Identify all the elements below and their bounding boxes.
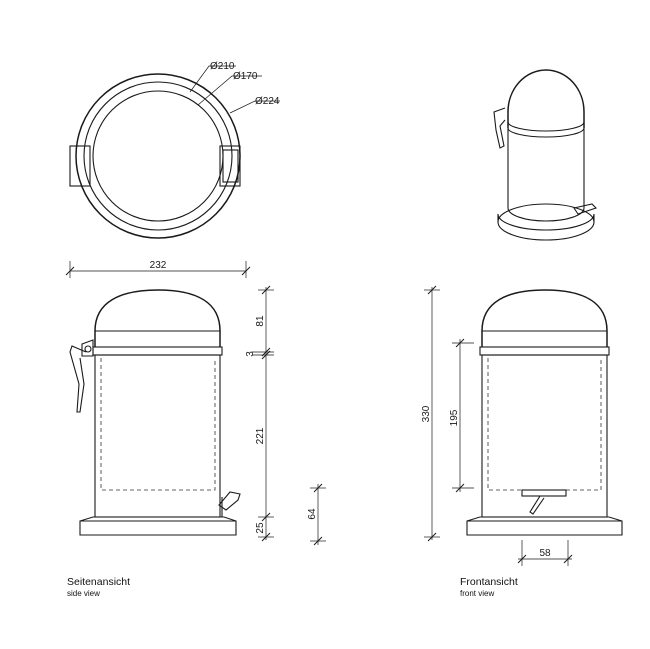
dim-base-height: 25	[255, 522, 266, 534]
leader-dia-inner	[197, 75, 262, 106]
top-view-mid-ring	[83, 81, 233, 231]
side-rim	[92, 346, 223, 356]
side-base	[79, 516, 237, 536]
top-view-left-tab	[69, 145, 91, 187]
side-inner-bucket	[100, 358, 216, 491]
dim-lid-height: 81	[255, 315, 266, 327]
persp-pedal	[573, 203, 598, 215]
side-pedal	[218, 491, 241, 511]
dim-dia-inner: Ø170	[233, 71, 258, 82]
top-view: Ø210 Ø170 Ø224	[69, 61, 280, 239]
side-view-caption-en: side view	[67, 589, 100, 598]
dim-total-height: 330	[421, 405, 432, 422]
top-view-right-tab-inner	[222, 149, 239, 183]
persp-lid-rim	[507, 121, 585, 132]
top-view-right-tab	[219, 145, 241, 187]
front-inner-bucket	[487, 358, 602, 491]
side-view	[69, 289, 241, 536]
top-view-outer-ring	[75, 73, 241, 239]
dim-width-value: 232	[150, 260, 167, 271]
persp-lid	[507, 69, 585, 128]
leader-dia-outer	[189, 65, 236, 93]
front-view-caption-de: Frontansicht	[460, 576, 518, 588]
front-base	[466, 516, 623, 536]
top-view-inner-ring	[92, 90, 224, 222]
front-body	[481, 354, 608, 518]
side-view-caption: Seitenansicht side view	[67, 576, 130, 598]
front-rim	[479, 346, 610, 356]
front-view-caption: Frontansicht front view	[460, 576, 518, 598]
side-hinge-plate	[81, 339, 94, 357]
side-dims: 81 3 221 25 64	[245, 285, 326, 546]
front-lid	[481, 289, 608, 347]
persp-base-top	[497, 213, 595, 231]
dim-gap: 3	[245, 351, 256, 357]
side-hinge-arm	[69, 345, 87, 413]
dim-pedal-width: 58	[539, 548, 551, 559]
front-pedal	[521, 489, 567, 497]
dim-dia-outer: Ø210	[210, 61, 235, 72]
side-lid	[94, 289, 221, 347]
dim-dia-overall: Ø224	[255, 96, 280, 107]
perspective-view	[493, 69, 598, 241]
front-pedal-arm	[529, 495, 545, 515]
dim-bucket-height: 195	[449, 409, 460, 426]
side-body	[94, 354, 221, 518]
front-view-caption-en: front view	[460, 589, 495, 598]
dim-width: 232	[65, 260, 251, 278]
dim-pedal-height: 64	[307, 508, 318, 520]
persp-base-ellipse	[497, 203, 595, 241]
front-dims: 330 195 58	[421, 285, 573, 566]
front-view	[466, 289, 623, 536]
leader-dia-overall	[229, 100, 280, 114]
side-view-caption-de: Seitenansicht	[67, 576, 131, 588]
dim-body-height: 221	[255, 427, 266, 444]
persp-hinge	[493, 107, 506, 149]
